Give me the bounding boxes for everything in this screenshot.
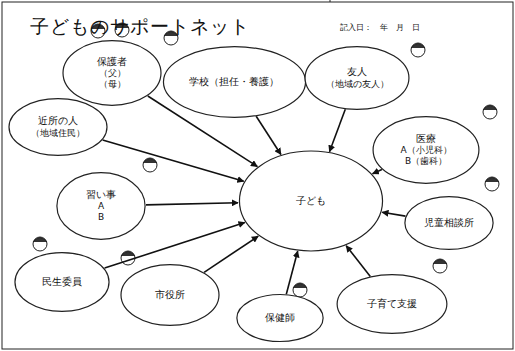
support-ellipse: 保健師 (236, 294, 324, 342)
node-note: （父） (99, 68, 126, 79)
node-heading: 医療 (416, 133, 436, 146)
support-arrow (373, 170, 382, 174)
support-arrow (330, 109, 346, 152)
support-arrow (103, 140, 244, 181)
node-heading: 児童相談所 (424, 217, 474, 230)
face-icon (483, 105, 497, 119)
support-ellipse: 児童相談所 (404, 196, 494, 250)
node-heading: 習い事 (86, 189, 116, 202)
ellipse-outline (8, 98, 108, 156)
support-ellipse: 民生委員 (14, 252, 110, 312)
node-note: （地域住民） (31, 128, 85, 139)
diagram-title: 子どものサポートネット (30, 14, 250, 40)
node-note: （母） (99, 79, 126, 90)
support-arrow (346, 246, 370, 277)
support-ellipse: 子ども (238, 150, 384, 252)
face-icon (143, 158, 157, 172)
support-ellipse: 保護者（父）（母） (62, 40, 162, 106)
support-ellipse: 習い事AB (56, 172, 146, 240)
node-note: B (98, 212, 104, 223)
support-ellipse: 友人（地域の友人） (304, 46, 410, 110)
node-heading: 子ども (296, 195, 326, 208)
face-icon (33, 237, 47, 251)
node-note: A（小児科） (400, 145, 451, 156)
node-heading: 民生委員 (42, 276, 82, 289)
support-ellipse: 医療A（小児科）B（歯科） (372, 116, 480, 184)
node-heading: 近所の人 (38, 115, 78, 128)
support-ellipse: 学校（担任・養護） (162, 46, 307, 118)
node-heading: 友人 (347, 66, 367, 79)
node-heading: 学校（担任・養護） (189, 76, 279, 89)
node-heading: 保健師 (265, 312, 295, 325)
support-arrow (256, 116, 281, 154)
node-note: A (98, 201, 104, 212)
node-note: （地域の友人） (326, 79, 389, 90)
support-arrow (286, 251, 297, 294)
face-icon (433, 259, 447, 273)
ellipse-outline (304, 46, 410, 110)
support-ellipse: 子育て支援 (336, 274, 448, 334)
support-arrow (382, 212, 405, 216)
node-heading: 子育て支援 (367, 298, 417, 311)
support-ellipse: 市役所 (120, 264, 220, 326)
date-label: 記入日： 年 月 日 (340, 22, 420, 33)
support-arrow (204, 236, 258, 272)
node-heading: 保護者 (97, 56, 127, 69)
node-note: B（歯科） (405, 156, 447, 167)
face-icon (411, 43, 425, 57)
face-icon (485, 177, 499, 191)
face-icon (293, 283, 307, 297)
support-arrow (146, 203, 238, 205)
node-heading: 市役所 (155, 289, 185, 302)
support-ellipse: 近所の人（地域住民） (8, 98, 108, 156)
